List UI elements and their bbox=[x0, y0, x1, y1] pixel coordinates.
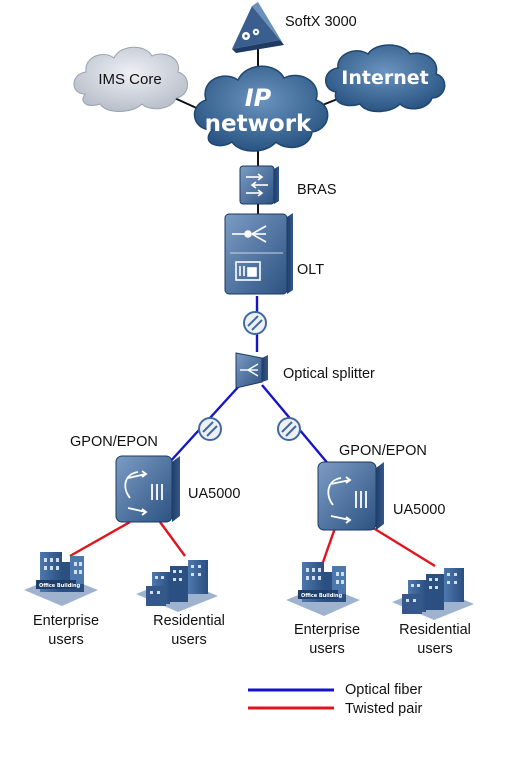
legend: Optical fiber Twisted pair bbox=[248, 682, 423, 717]
optical-splitter-label: Optical splitter bbox=[283, 366, 375, 382]
optical-splitter: Optical splitter bbox=[235, 352, 375, 389]
right-enterprise-label-line1: Enterprise bbox=[294, 622, 360, 638]
left-pon-label: GPON/EPON bbox=[70, 434, 158, 450]
office-building-sign: Office Building bbox=[39, 583, 81, 589]
tp-right-residential bbox=[369, 524, 436, 568]
left-enterprise-building: Office Building bbox=[24, 552, 98, 606]
ip-network-label-line2: network bbox=[205, 111, 312, 137]
right-pon-label: GPON/EPON bbox=[339, 443, 427, 459]
ua5000-right: GPON/EPON UA5000 bbox=[317, 443, 445, 531]
left-ua5000-label: UA5000 bbox=[188, 486, 240, 502]
twisted-links bbox=[69, 520, 436, 568]
splitter-icon bbox=[232, 225, 267, 243]
ua-symbol-icon bbox=[124, 470, 163, 516]
left-residential-buildings bbox=[136, 560, 218, 612]
legend-fiber-label: Optical fiber bbox=[345, 682, 423, 698]
arrows-icon bbox=[246, 173, 268, 197]
right-residential-label-line1: Residential bbox=[399, 622, 471, 638]
tp-right-enterprise bbox=[320, 527, 337, 566]
internet-label: Internet bbox=[341, 67, 428, 89]
softx-server: SoftX 3000 bbox=[232, 2, 357, 53]
ims-core-label: IMS Core bbox=[98, 71, 161, 88]
left-enterprise-label-line2: users bbox=[48, 632, 83, 648]
left-enterprise-label-line1: Enterprise bbox=[33, 613, 99, 629]
tp-left-enterprise bbox=[69, 520, 131, 558]
right-residential-label-line2: users bbox=[417, 641, 452, 657]
ua-symbol-icon bbox=[327, 476, 367, 524]
olt-device: OLT bbox=[224, 213, 324, 295]
fiber-connector-right bbox=[277, 417, 301, 441]
ims-core-cloud: IMS Core bbox=[73, 46, 188, 112]
left-residential-label-line1: Residential bbox=[153, 613, 225, 629]
right-enterprise-building: Office Building bbox=[286, 562, 360, 616]
fiber-connector-top bbox=[243, 311, 267, 335]
right-ua5000-label: UA5000 bbox=[393, 502, 445, 518]
bras-label: BRAS bbox=[297, 182, 337, 198]
office-building-sign: Office Building bbox=[301, 593, 343, 599]
softx-label: SoftX 3000 bbox=[285, 14, 357, 30]
bras-router: BRAS bbox=[239, 165, 337, 205]
ip-network-cloud: IP network bbox=[193, 65, 329, 152]
right-residential-buildings bbox=[392, 568, 474, 620]
right-enterprise-label-line2: users bbox=[309, 641, 344, 657]
gear-icon bbox=[242, 28, 260, 40]
legend-twisted-label: Twisted pair bbox=[345, 701, 423, 717]
light-icon bbox=[240, 363, 259, 377]
ip-network-label-line1: IP bbox=[245, 84, 272, 112]
left-residential-label-line2: users bbox=[171, 632, 206, 648]
internet-cloud: Internet bbox=[325, 44, 446, 113]
port-icon bbox=[235, 261, 261, 281]
ua5000-left: GPON/EPON UA5000 bbox=[70, 434, 240, 523]
fiber-connector-left bbox=[198, 417, 222, 441]
olt-label: OLT bbox=[297, 262, 324, 278]
tp-left-residential bbox=[159, 521, 186, 557]
